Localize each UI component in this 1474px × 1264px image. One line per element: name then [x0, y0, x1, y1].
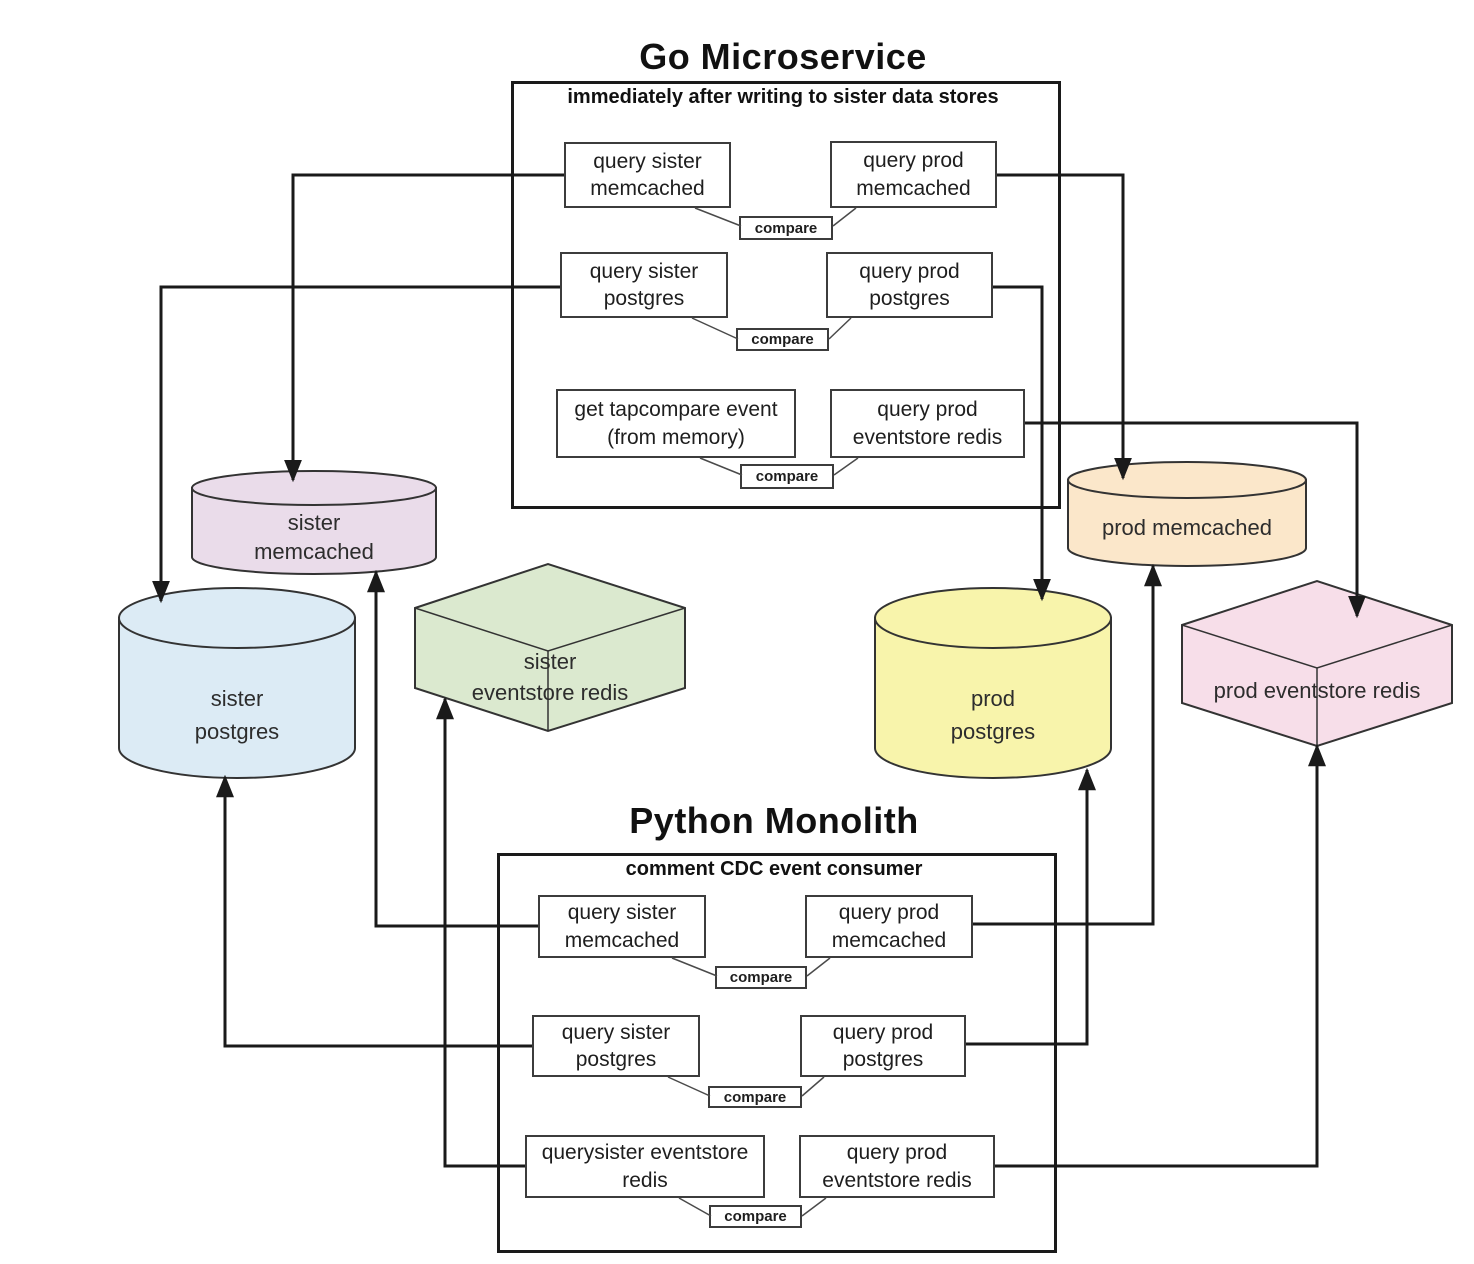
go-compare-postgres-box: compare	[736, 328, 829, 351]
go-query-prod-eventstore-redis-box: query prod eventstore redis	[830, 389, 1025, 458]
store-label-line: eventstore redis	[471, 680, 629, 705]
box3d-top-edges	[414, 607, 686, 652]
py-query-prod-memcached-box: query prod memcached	[805, 895, 973, 958]
store-label-line: postgres	[194, 719, 280, 744]
py-compare-postgres-box: compare	[708, 1086, 802, 1108]
python-monolith-subtitle: comment CDC event consumer	[625, 858, 923, 880]
go-query-prod-postgres-box: query prod postgres	[826, 252, 993, 318]
prod-eventstore-redis-label: prod eventstore redis	[1187, 678, 1447, 704]
go-service-subtitle: immediately after writing to sister data…	[567, 86, 999, 108]
cylinder-top	[874, 587, 1112, 649]
store-label-line: postgres	[950, 719, 1036, 744]
py-query-sister-eventstore-redis-box: querysister eventstore redis	[525, 1135, 765, 1198]
go-service-title: Go Microservice	[639, 36, 927, 77]
py-query-sister-postgres-box: query sister postgres	[532, 1015, 700, 1077]
store-label-line: memcached	[254, 539, 374, 564]
py-query-sister-memcached-box: query sister memcached	[538, 895, 706, 958]
py-query-prod-eventstore-redis-box: query prod eventstore redis	[799, 1135, 995, 1198]
py-compare-eventstore-box: compare	[709, 1205, 802, 1228]
store-label-line: prod memcached	[1102, 515, 1272, 540]
go-compare-eventstore-box: compare	[740, 464, 834, 489]
cylinder-top	[191, 470, 437, 506]
prod-memcached-label: prod memcached	[1062, 515, 1312, 541]
go-query-sister-postgres-box: query sister postgres	[560, 252, 728, 318]
store-label-line: prod eventstore redis	[1213, 678, 1421, 703]
box3d-outline	[1181, 579, 1453, 748]
go-query-prod-memcached-box: query prod memcached	[830, 141, 997, 208]
go-get-tapcompare-event-box: get tapcompare event (from memory)	[556, 389, 796, 458]
python-monolith-title: Python Monolith	[629, 800, 919, 841]
prod-eventstore-redis-box3d	[1181, 579, 1453, 748]
py-compare-memcached-box: compare	[715, 966, 807, 989]
prod-postgres-label: prod postgres	[893, 682, 1093, 748]
store-label-line: sister	[287, 510, 341, 535]
sister-memcached-label: sister memcached	[214, 508, 414, 566]
prod-memcached-cylinder	[1067, 461, 1307, 567]
sister-eventstore-redis-label: sister eventstore redis	[450, 646, 650, 708]
store-label-line: prod	[970, 686, 1016, 711]
cylinder-top	[118, 587, 356, 649]
cylinder-top	[1067, 461, 1307, 499]
store-label-line: sister	[523, 649, 577, 674]
go-compare-memcached-box: compare	[739, 216, 833, 240]
store-label-line: sister	[210, 686, 264, 711]
py-query-prod-postgres-box: query prod postgres	[800, 1015, 966, 1077]
box3d-top-edges	[1181, 624, 1453, 669]
go-query-sister-memcached-box: query sister memcached	[564, 142, 731, 208]
sister-postgres-label: sister postgres	[137, 682, 337, 748]
